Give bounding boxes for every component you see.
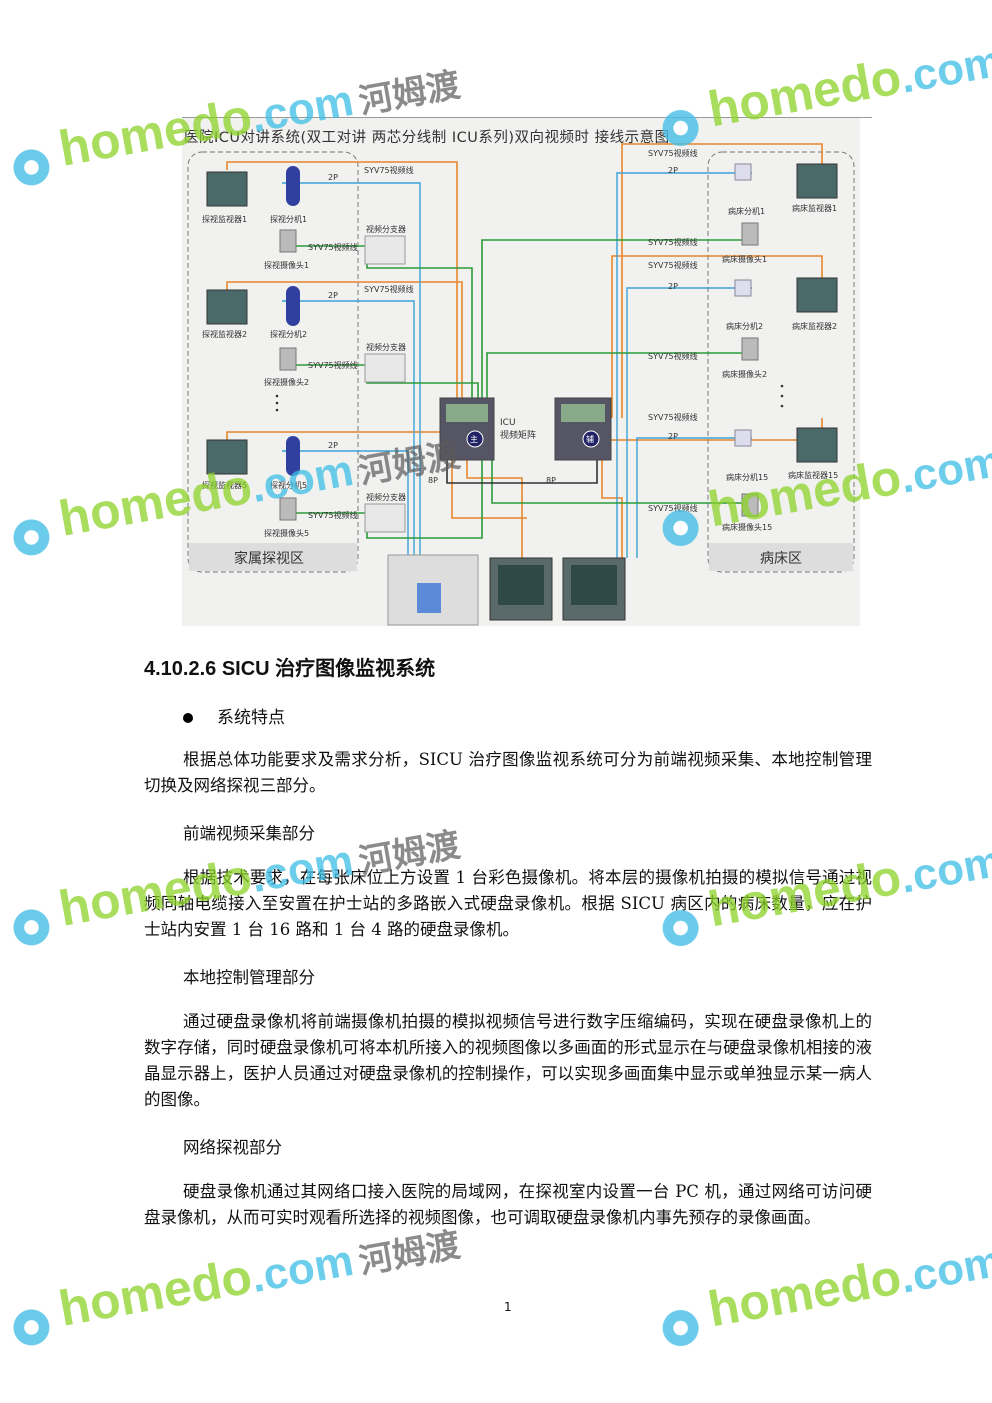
watermark-logo: homedo.com河姆渡	[0, 1210, 466, 1359]
label-2p: 2P	[328, 441, 338, 450]
subheading-local-control: 本地控制管理部分	[183, 968, 315, 987]
label-left-monitor-2: 探视监视器2	[202, 330, 248, 339]
label-right-phone-1: 病床分机1	[728, 207, 766, 216]
label-8p: 8P	[546, 476, 556, 485]
label-cable: SYV75视频线	[648, 238, 698, 247]
label-2p: 2P	[668, 166, 678, 175]
label-2p: 2P	[328, 291, 338, 300]
label-2p: 2P	[668, 282, 678, 291]
label-left-phone-1: 探视分机1	[270, 215, 308, 224]
label-2p: 2P	[328, 173, 338, 182]
label-left-phone-2: 探视分机2	[270, 330, 308, 339]
label-right-camera-15: 病床摄像头15	[722, 523, 773, 532]
wiring-diagram: 医院ICU对讲系统(双工对讲 两芯分线制 ICU系列)双向视频时 接线示意图 探…	[182, 118, 860, 626]
label-right-phone-15: 病床分机15	[726, 473, 769, 482]
label-splitter-5: 视频分支器	[366, 493, 406, 502]
header-rule	[182, 117, 872, 118]
label-splitter-2: 视频分支器	[366, 343, 406, 352]
paragraph-network: 硬盘录像机通过其网络口接入医院的局域网，在探视室内设置一台 PC 机，通过网络可…	[144, 1182, 872, 1227]
label-cable: SYV75视频线	[364, 285, 414, 294]
label-cable: SYV75视频线	[648, 149, 698, 158]
label-cable: SYV75视频线	[364, 166, 414, 175]
watermark-logo: homedo.com	[647, 1230, 992, 1360]
label-right-monitor-2: 病床监视器2	[792, 322, 838, 331]
label-matrix-1: ICU	[500, 418, 516, 428]
label-right-monitor-15: 病床监视器15	[788, 471, 839, 480]
main-badge: 主	[470, 435, 478, 444]
subheading-network: 网络探视部分	[183, 1138, 282, 1157]
label-cable: SYV75视频线	[648, 352, 698, 361]
label-left-phone-5: 探视分机5	[270, 481, 308, 490]
label-right-phone-2: 病床分机2	[726, 322, 764, 331]
label-left-camera-2: 探视摄像头2	[264, 378, 310, 387]
label-left-monitor-5: 探视监视器5	[202, 481, 248, 490]
paragraph-front-end: 根据技术要求，在每张床位上方设置 1 台彩色摄像机。将本层的摄像机拍摄的模拟信号…	[144, 868, 872, 939]
diagram-lines	[187, 143, 855, 626]
paragraph-local-control: 通过硬盘录像机将前端摄像机拍摄的模拟视频信号进行数字压缩编码，实现在硬盘录像机上…	[144, 1012, 872, 1109]
label-left-monitor-1: 探视监视器1	[202, 215, 248, 224]
diagram-title: 医院ICU对讲系统(双工对讲 两芯分线制 ICU系列)双向视频时 接线示意图	[184, 130, 670, 146]
label-cable: SYV75视频线	[648, 504, 698, 513]
page-number: 1	[504, 1300, 512, 1314]
label-2p: 2P	[668, 432, 678, 441]
label-cable: SYV75视频线	[308, 243, 358, 252]
label-left-camera-5: 探视摄像头5	[264, 529, 310, 538]
label-cable: SYV75视频线	[648, 413, 698, 422]
paragraph-overview: 根据总体功能要求及需求分析，SICU 治疗图像监视系统可分为前端视频采集、本地控…	[144, 750, 872, 795]
bullet-item: 系统特点	[183, 703, 285, 728]
bullet-text: 系统特点	[217, 708, 285, 728]
zone-ward: 病床区	[760, 551, 802, 567]
section-heading: 4.10.2.6 SICU 治疗图像监视系统	[144, 658, 436, 680]
label-8p: 8P	[428, 476, 438, 485]
label-cable: SYV75视频线	[648, 261, 698, 270]
zone-family-visit: 家属探视区	[234, 551, 304, 567]
label-cable: SYV75视频线	[308, 361, 358, 370]
label-right-camera-1: 病床摄像头1	[722, 255, 768, 264]
subheading-front-end: 前端视频采集部分	[183, 824, 315, 843]
label-matrix-2: 视频矩阵	[500, 431, 537, 441]
label-right-camera-2: 病床摄像头2	[722, 370, 768, 379]
bullet-dot-icon	[183, 713, 193, 723]
label-left-camera-1: 探视摄像头1	[264, 261, 310, 270]
aux-badge: 辅	[586, 435, 594, 444]
label-right-monitor-1: 病床监视器1	[792, 204, 838, 213]
label-cable: SYV75视频线	[308, 511, 358, 520]
label-splitter-1: 视频分支器	[366, 225, 406, 234]
